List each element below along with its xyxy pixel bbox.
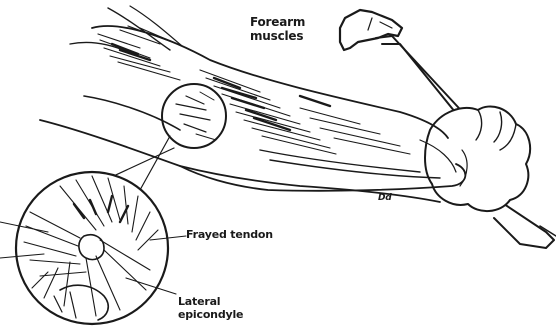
fist bbox=[425, 106, 530, 211]
forearm-muscles-label-line2: muscles bbox=[250, 30, 303, 42]
magnified-tendon-circle bbox=[16, 172, 168, 324]
forearm-muscles-label-line1: Forearm bbox=[250, 16, 305, 28]
lateral-epicondyle-label-line2: epicondyle bbox=[178, 309, 243, 321]
artist-signature: Dd bbox=[378, 192, 392, 204]
lateral-epicondyle-label-line1: Lateral bbox=[178, 296, 220, 308]
elbow-highlight-circle bbox=[162, 84, 226, 148]
frayed-tendon-label: Frayed tendon bbox=[186, 229, 273, 241]
